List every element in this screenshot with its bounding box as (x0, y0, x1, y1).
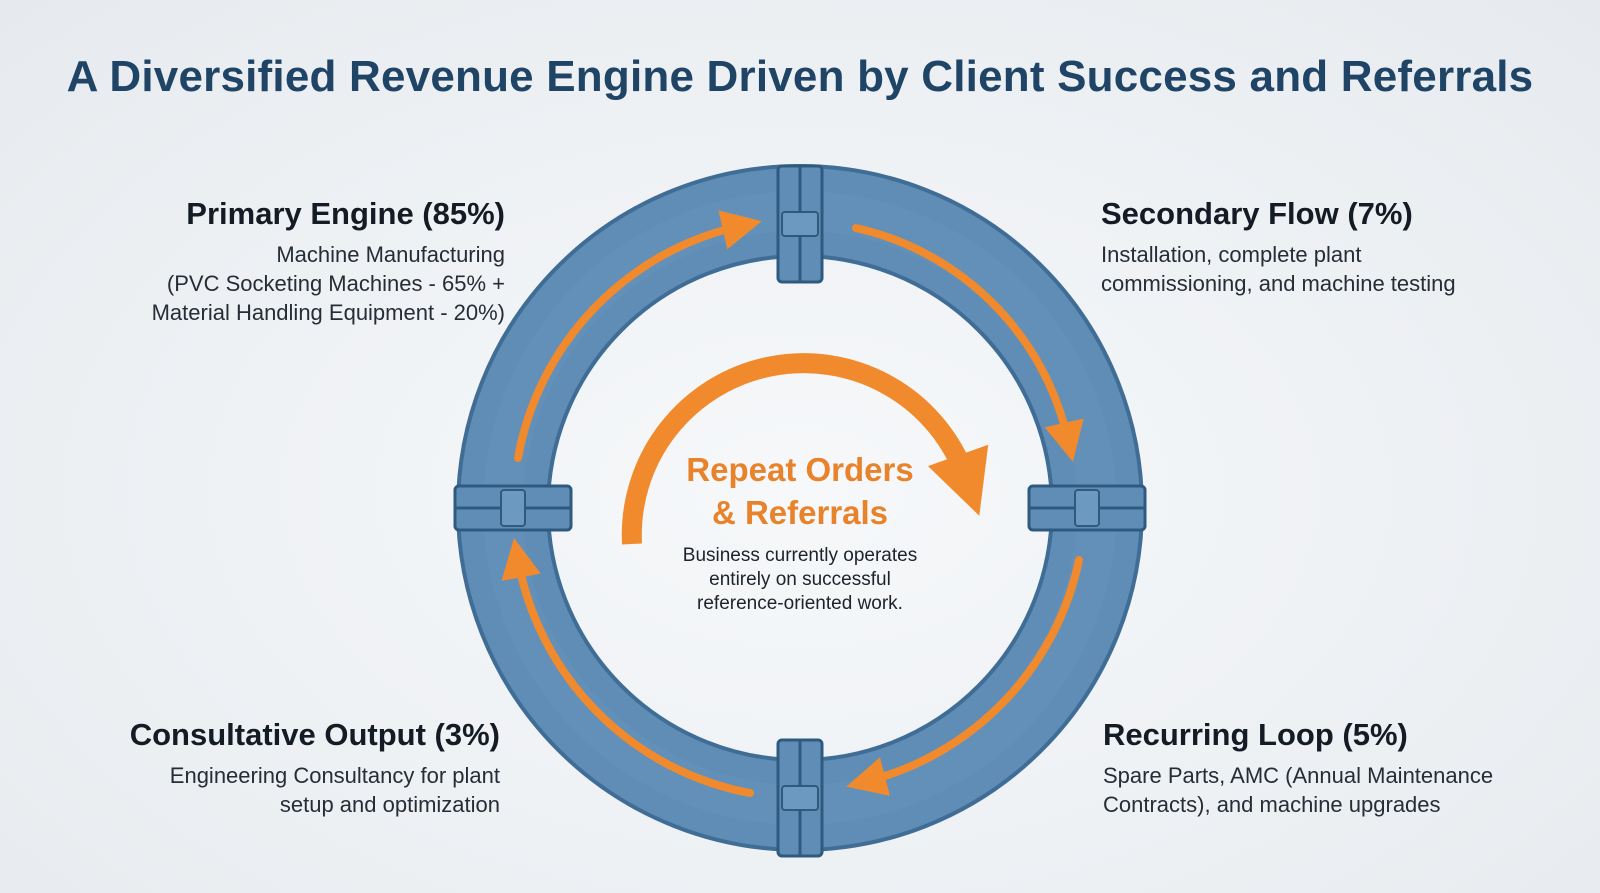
center-desc-line: entirely on successful (709, 569, 891, 590)
center-title-line: & Referrals (711, 494, 889, 531)
center-desc-line: Business currently operates (682, 545, 918, 566)
page-title: A Diversified Revenue Engine Driven by C… (66, 52, 1534, 101)
primary-engine-block: Primary Engine (85%) Machine Manufacturi… (85, 196, 505, 327)
center-title-line: Repeat Orders (686, 451, 914, 488)
consultative-output-heading: Consultative Output (3%) (129, 717, 500, 752)
flow-arrow-bottom-left-icon (501, 537, 754, 797)
pipe-flange-top-icon (776, 164, 824, 284)
center-description: Business currently operates entirely on … (600, 544, 1000, 616)
recurring-loop-heading: Recurring Loop (5%) (1103, 717, 1408, 752)
recurring-loop-block: Recurring Loop (5%) Spare Parts, AMC (An… (1103, 717, 1523, 819)
desc-line: Contracts), and machine upgrades (1103, 792, 1441, 817)
desc-line: Spare Parts, AMC (Annual Maintenance (1103, 763, 1494, 788)
desc-line: Engineering Consultancy for plant (169, 763, 500, 788)
primary-engine-description: Machine Manufacturing (PVC Socketing Mac… (85, 240, 505, 327)
center-title: Repeat Orders & Referrals (600, 448, 1000, 534)
desc-line: Machine Manufacturing (276, 242, 505, 267)
pipe-flange-right-icon (1027, 484, 1147, 532)
consultative-output-description: Engineering Consultancy for plant setup … (80, 761, 500, 819)
secondary-flow-description: Installation, complete plant commissioni… (1101, 240, 1521, 298)
recurring-loop-description: Spare Parts, AMC (Annual Maintenance Con… (1103, 761, 1523, 819)
primary-engine-heading: Primary Engine (85%) (186, 196, 505, 231)
desc-line: (PVC Socketing Machines - 65% + (166, 271, 505, 296)
desc-line: Material Handling Equipment - 20%) (151, 300, 505, 325)
secondary-flow-heading: Secondary Flow (7%) (1101, 196, 1413, 231)
flow-arrow-top-right-icon (852, 224, 1084, 462)
desc-line: setup and optimization (279, 792, 500, 817)
center-desc-line: reference-oriented work. (697, 593, 903, 614)
flow-arrow-bottom-right-icon (846, 556, 1083, 796)
cycle-arrow-icon (621, 353, 989, 545)
desc-line: Installation, complete plant (1101, 242, 1362, 267)
pipe-flange-bottom-icon (776, 738, 824, 858)
flow-arrow-top-left-icon (514, 210, 762, 462)
consultative-output-block: Consultative Output (3%) Engineering Con… (80, 717, 500, 819)
desc-line: commissioning, and machine testing (1101, 271, 1456, 296)
pipe-flange-left-icon (453, 484, 573, 532)
secondary-flow-block: Secondary Flow (7%) Installation, comple… (1101, 196, 1521, 298)
